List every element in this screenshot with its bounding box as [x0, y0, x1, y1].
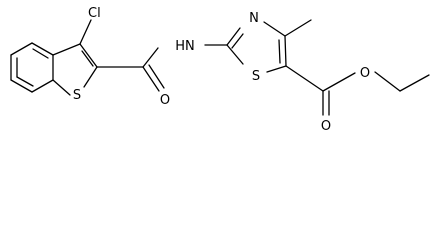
- thiazole-ring: [226, 21, 287, 73]
- bond: [83, 66, 98, 88]
- bond: [284, 35, 287, 67]
- amide-group: [96, 47, 165, 92]
- bond: [226, 27, 241, 46]
- atom-o-amide: O: [160, 93, 170, 108]
- atom-n-thiazole: N: [249, 11, 259, 26]
- bond: [10, 42, 33, 56]
- bond-c3-cl: [79, 19, 92, 45]
- chemical-structure: Cl S O HN N S O O: [10, 6, 430, 134]
- bond: [322, 72, 356, 92]
- atom-o-ester-single: O: [360, 66, 370, 81]
- bond: [374, 71, 401, 92]
- bond: [79, 43, 98, 68]
- bond-methyl: [284, 19, 312, 37]
- bond: [31, 79, 54, 93]
- bond: [10, 79, 33, 93]
- bond: [31, 42, 54, 56]
- benzene-ring: [10, 42, 54, 93]
- bond: [142, 66, 160, 92]
- double-bond: [148, 64, 165, 89]
- thiophene-ring: [52, 43, 98, 96]
- atom-cl: Cl: [88, 6, 101, 21]
- double-bond: [231, 33, 244, 49]
- bond: [52, 43, 81, 56]
- bond: [263, 21, 286, 37]
- double-bond-inner: [278, 39, 281, 64]
- double-bond-inner: [32, 48, 49, 59]
- bond: [266, 65, 287, 73]
- atom-s-benzothiophene: S: [73, 88, 81, 103]
- atom-nh: HN: [175, 39, 195, 54]
- bond: [226, 44, 244, 65]
- double-bond-inner: [16, 76, 34, 87]
- atom-o-ester-double: O: [321, 119, 331, 134]
- atom-s-thiazole: S: [252, 69, 260, 84]
- bond: [285, 65, 324, 92]
- bond: [399, 74, 430, 92]
- bond: [52, 79, 71, 96]
- double-bond-inner: [81, 50, 94, 67]
- bond: [142, 47, 159, 68]
- ester-group: [285, 65, 430, 116]
